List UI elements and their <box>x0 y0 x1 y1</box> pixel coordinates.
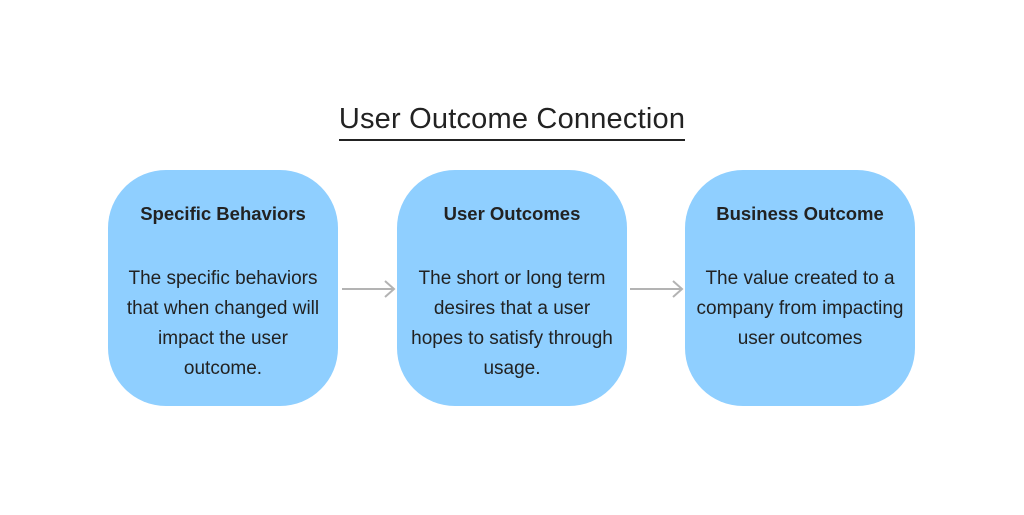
node-description: The short or long term desires that a us… <box>411 268 613 379</box>
node-description: The value created to a company from impa… <box>696 268 904 349</box>
arrow-right-icon <box>630 280 684 298</box>
node-business-outcome: Business Outcome The value created to a … <box>685 170 915 406</box>
node-user-outcomes: User Outcomes The short or long term des… <box>397 170 627 406</box>
node-description: The specific behaviors that when changed… <box>126 268 320 379</box>
node-title: Business Outcome <box>716 203 884 224</box>
diagram-title: User Outcome Connection <box>338 100 686 141</box>
node-title: Specific Behaviors <box>140 203 306 224</box>
node-specific-behaviors: Specific Behaviors The specific behavior… <box>108 170 338 406</box>
node-title: User Outcomes <box>443 203 581 224</box>
diagram-title-wrapper: User Outcome Connection <box>0 100 1024 141</box>
arrow-right-icon <box>342 280 396 298</box>
